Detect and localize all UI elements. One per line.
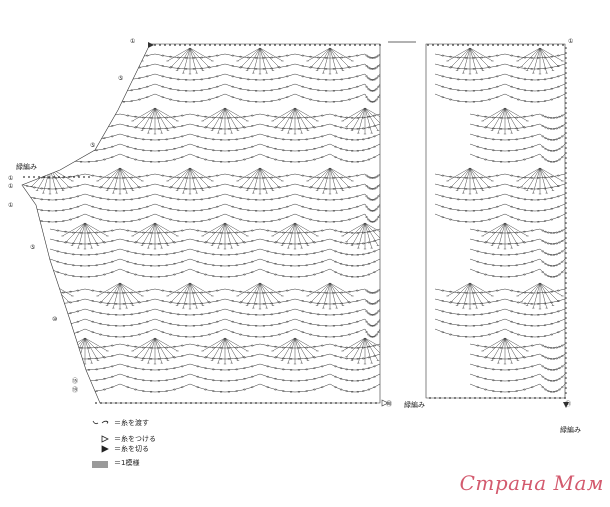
legend-item-pass-yarn: ＝糸を渡す — [92, 418, 149, 428]
edge-label-bottom-mid: 緑編み — [404, 401, 425, 409]
right-panel-stitches — [434, 47, 565, 393]
row-number-5-upper: ⑤ — [118, 75, 124, 82]
legend-item-join-yarn: ＝糸をつける — [92, 434, 156, 444]
row-number-15: ⑮ — [72, 378, 79, 385]
panel-edges — [21, 41, 569, 408]
row-number-1-a: ① — [8, 175, 14, 182]
left-panel-stitches — [22, 47, 380, 393]
legend-text: ＝糸を切る — [114, 445, 149, 453]
legend-item-pattern-repeat: ＝1模様 — [92, 458, 139, 468]
swatch-icon — [92, 459, 112, 468]
row-number-19: ⑲ — [72, 387, 79, 394]
row-number-10: ⑩ — [52, 316, 58, 323]
row-number-1-c: ① — [8, 202, 14, 209]
watermark: Страна Мам — [459, 471, 604, 495]
legend: ＝糸を渡す ＝糸をつける ＝糸を切る ＝1模様 — [92, 418, 232, 474]
edge-label-top-left: 緑編み — [16, 163, 37, 171]
row-number-top-left: ① — [130, 38, 136, 45]
legend-text: ＝糸をつける — [114, 435, 156, 443]
legend-text: ＝糸を渡す — [114, 419, 149, 427]
cut-arrow-icon — [92, 419, 112, 427]
row-number-5-lower: ⑤ — [30, 244, 36, 251]
join-triangle-icon — [92, 435, 112, 443]
row-number-1-b: ① — [8, 183, 14, 190]
legend-item-cut-yarn: ＝糸を切る — [92, 444, 149, 454]
legend-text: ＝1模様 — [114, 459, 140, 467]
cut-triangle-icon — [92, 445, 112, 453]
row-number-21: ㉑ — [565, 401, 572, 408]
row-number-20: ⑳ — [386, 401, 393, 408]
row-number-top-right: ① — [568, 38, 574, 45]
row-number-5-mid: ⑤ — [90, 142, 96, 149]
edge-label-bottom-right: 緑編み — [560, 426, 581, 434]
